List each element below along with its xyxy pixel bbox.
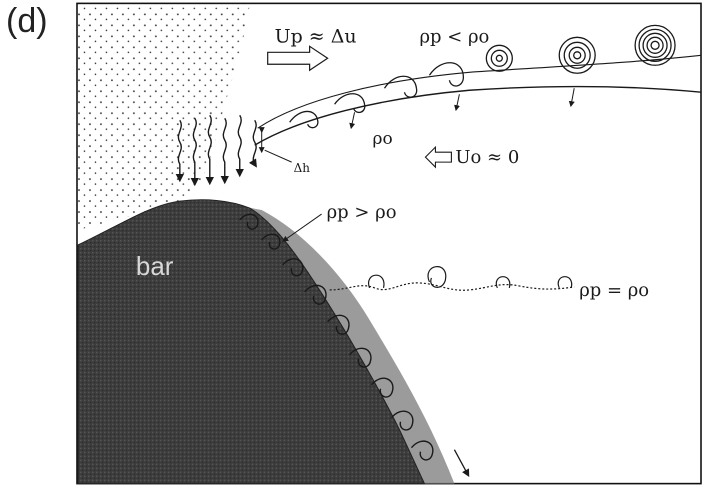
label-plume-velocity: Up ≈ Δu (275, 25, 357, 47)
bar-body (77, 199, 426, 485)
interface-lower (254, 85, 702, 146)
panel-label: (d) (6, 2, 48, 40)
billow-4 (428, 62, 465, 87)
billow-1 (289, 110, 319, 129)
billow-5 (485, 44, 513, 72)
label-density-mid: ρp = ρo (579, 280, 649, 301)
slope-leader (282, 213, 322, 242)
label-interface-thickness: Δh (294, 161, 311, 175)
sediment-plume (77, 4, 250, 231)
label-density-top: ρp < ρo (419, 26, 489, 47)
billow-3 (383, 75, 418, 98)
label-ambient-density: ρo (373, 129, 393, 149)
gravity-current (234, 205, 455, 484)
hollow-left-arrow-icon (424, 145, 452, 169)
kh-billows (289, 24, 676, 129)
billow-7 (634, 24, 676, 66)
billow-6 (558, 36, 596, 74)
interface-upper (257, 54, 702, 129)
sediment-fall-arrows (175, 114, 257, 187)
interflow-line (329, 266, 575, 291)
hollow-right-arrow-icon (267, 45, 329, 72)
slope-eddies (239, 213, 434, 461)
label-ambient-velocity: Uo ≈ 0 (455, 147, 519, 168)
settling-arrows (349, 88, 575, 130)
label-bar: bar (136, 253, 174, 281)
billow-2 (334, 93, 366, 114)
downslope-arrow (453, 449, 470, 478)
schematic-figure: Up ≈ Δu ρp < ρo ρo Uo ≈ 0 Δh ρp > ρo ρp … (76, 2, 702, 485)
delta-h-indicator (258, 127, 292, 163)
label-density-slope: ρp > ρo (327, 202, 397, 223)
